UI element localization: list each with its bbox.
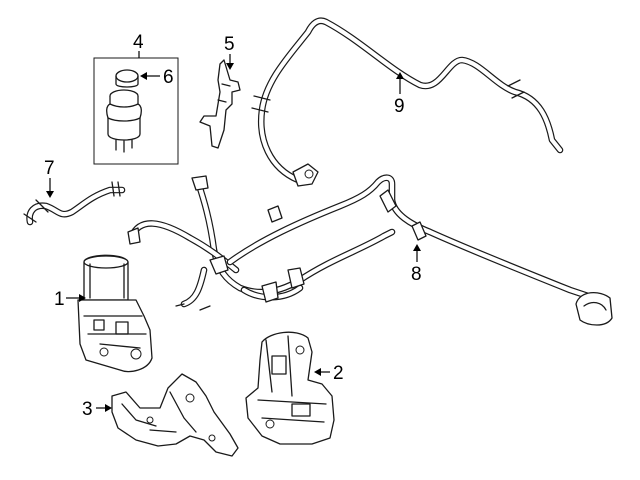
part-9-hose bbox=[251, 17, 564, 187]
part-4-frame bbox=[93, 57, 179, 165]
part-6-cap bbox=[115, 69, 139, 88]
callout-1: 1 bbox=[54, 289, 65, 310]
part-4-reservoir-box bbox=[93, 57, 179, 165]
part-1-pump bbox=[77, 254, 153, 373]
callout-7: 7 bbox=[44, 158, 55, 179]
part-4-reservoir bbox=[106, 89, 142, 153]
callout-2: 2 bbox=[333, 363, 344, 384]
part-7-hose bbox=[23, 181, 126, 226]
callout-6: 6 bbox=[163, 67, 174, 88]
pressure-lines bbox=[127, 174, 613, 326]
callouts: 4 6 5 9 7 8 1 2 3 bbox=[44, 32, 422, 420]
part-3-bracket bbox=[111, 373, 239, 457]
callout-8: 8 bbox=[411, 264, 422, 285]
callout-5: 5 bbox=[224, 34, 235, 55]
leaders bbox=[46, 51, 421, 412]
callout-3: 3 bbox=[82, 399, 93, 420]
callout-4: 4 bbox=[133, 32, 144, 53]
part-5-bracket bbox=[199, 59, 241, 149]
callout-9: 9 bbox=[394, 96, 405, 117]
part-2-shield bbox=[245, 331, 335, 445]
